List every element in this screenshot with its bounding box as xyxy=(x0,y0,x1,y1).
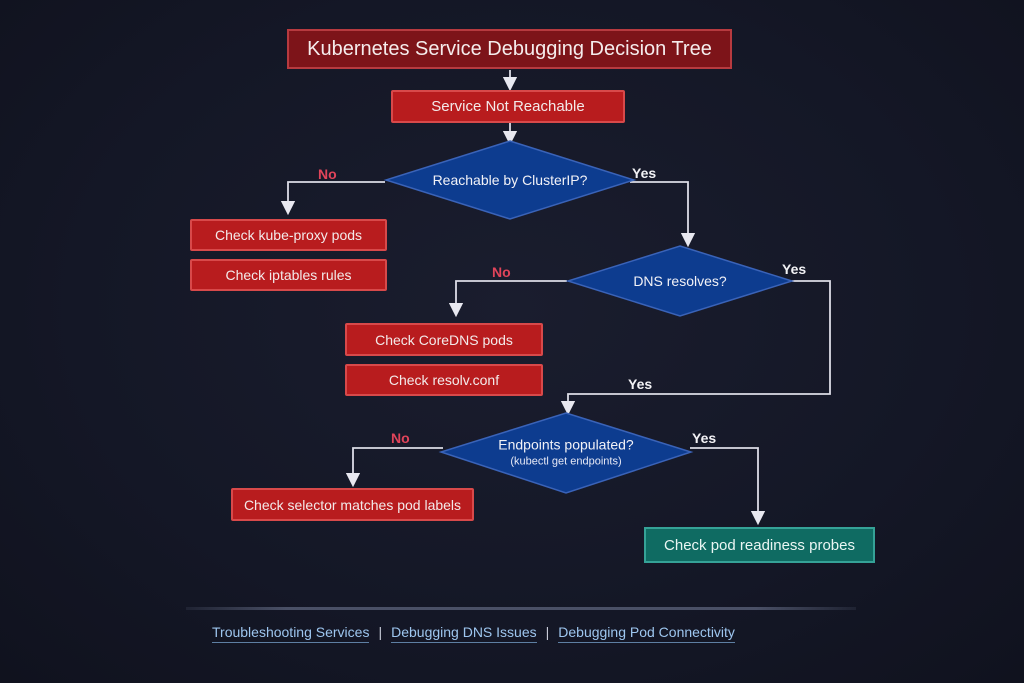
yes-label-clusterip: Yes xyxy=(632,165,657,181)
arrow-d1-no xyxy=(280,181,385,216)
link-separator: | xyxy=(378,624,383,640)
action-check-resolv-conf: Check resolv.conf xyxy=(345,364,543,396)
start-node: Service Not Reachable xyxy=(391,90,625,123)
footer-divider xyxy=(186,607,856,610)
decision-label-dns: DNS resolves? xyxy=(633,273,727,289)
arrow-d1-yes xyxy=(630,181,696,248)
action-check-coredns: Check CoreDNS pods xyxy=(345,323,543,356)
arrow-d3-no xyxy=(345,447,443,488)
arrow-d2-no xyxy=(448,280,567,318)
link-separator: | xyxy=(545,624,550,640)
action-check-readiness: Check pod readiness probes xyxy=(644,527,875,563)
action-check-iptables: Check iptables rules xyxy=(190,259,387,291)
yes-label-dns: Yes xyxy=(782,261,807,277)
no-label-dns: No xyxy=(492,264,511,280)
action-check-kube-proxy: Check kube-proxy pods xyxy=(190,219,387,251)
decision-label-endpoints: Endpoints populated?(kubectl get endpoin… xyxy=(498,436,634,468)
diagram-title: Kubernetes Service Debugging Decision Tr… xyxy=(287,29,732,69)
decision-diamond-endpoints xyxy=(438,412,694,494)
action-check-selector: Check selector matches pod labels xyxy=(231,488,474,521)
yes-label-endpoints: Yes xyxy=(692,430,717,446)
no-label-endpoints: No xyxy=(391,430,410,446)
no-label-clusterip: No xyxy=(318,166,337,182)
link-debugging-pod-connectivity[interactable]: Debugging Pod Connectivity xyxy=(558,624,735,643)
arrow-d2-yes xyxy=(560,280,831,416)
decision-sublabel-endpoints: (kubectl get endpoints) xyxy=(510,455,622,468)
arrow-d3-yes xyxy=(690,447,766,526)
link-debugging-dns[interactable]: Debugging DNS Issues xyxy=(391,624,537,643)
yes-label-to-endpoints: Yes xyxy=(628,376,653,392)
decision-label-clusterip: Reachable by ClusterIP? xyxy=(432,172,588,188)
decision-diamond-dns xyxy=(565,245,795,317)
decision-diamond-clusterip xyxy=(383,140,637,220)
link-troubleshooting-services[interactable]: Troubleshooting Services xyxy=(212,624,370,643)
footer-links: Troubleshooting Services | Debugging DNS I… xyxy=(212,624,735,643)
